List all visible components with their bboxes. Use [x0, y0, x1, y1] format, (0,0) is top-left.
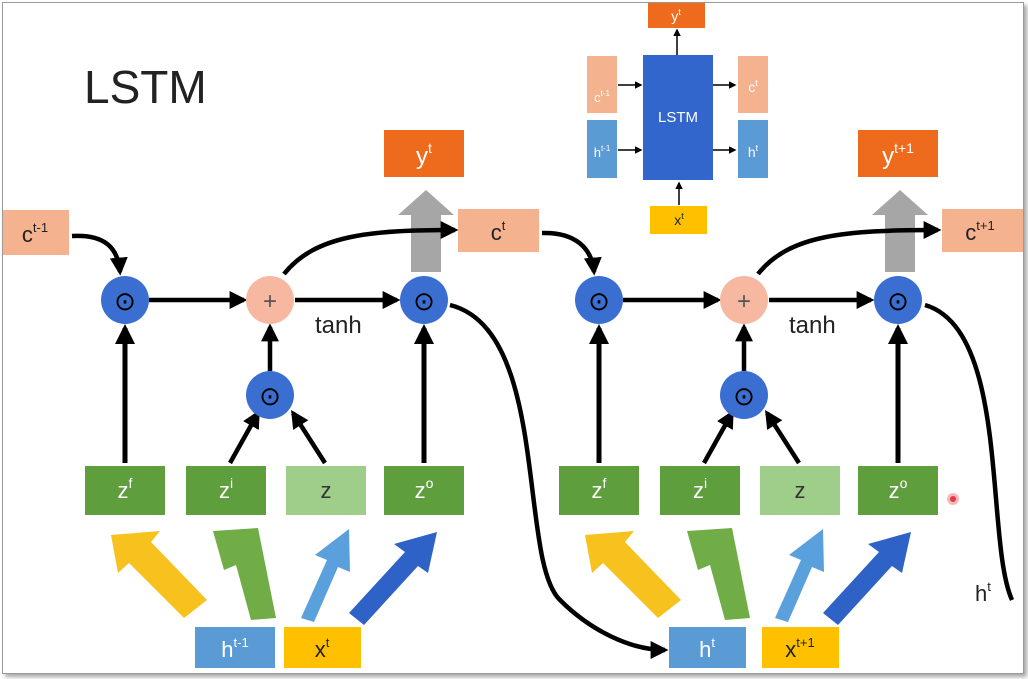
mini-xt-label: xt: [674, 211, 684, 228]
output-mult-circle: [400, 276, 448, 324]
arrow-lightblue-input-2: [775, 529, 824, 622]
gate-zo-label-2: zo: [889, 475, 908, 503]
gate-zf-box: [85, 466, 165, 515]
arrow-green-input: [213, 528, 276, 620]
ct1-box: [942, 209, 1023, 252]
mini-ct-prev-label: ct-1: [594, 89, 610, 105]
xt1-box: [762, 627, 839, 668]
forget-mult-circle: [101, 276, 149, 324]
mini-ht-prev-box: [587, 120, 617, 178]
zi-to-mult-arrow-2: [702, 409, 734, 465]
tanh-label-2: tanh: [789, 312, 836, 339]
lstm-cell-1: zf zi z zo ct-1 yt ct ⊙ +: [2, 130, 669, 668]
gate-zf-label-2: zf: [592, 475, 607, 503]
h-prev-box: [195, 627, 275, 668]
z-to-mult-arrow-2: [765, 409, 801, 465]
yt1-box: [858, 130, 938, 177]
add-circle: [246, 276, 294, 324]
c-prev-to-forget-arrow: [71, 233, 128, 276]
xt-label: xt: [315, 635, 330, 662]
c-prev-label: ct-1: [22, 220, 48, 247]
gate-zi-box-2: [660, 466, 740, 515]
add-symbol: +: [263, 288, 277, 315]
input-mult-symbol: ⊙: [259, 382, 281, 412]
forget-mult-symbol: ⊙: [114, 287, 136, 317]
mini-ht-label: ht: [748, 143, 759, 160]
mini-ct-prev-box: [587, 56, 617, 113]
gate-zf-box-2: [559, 466, 639, 515]
xt1-label: xt+1: [785, 635, 814, 662]
arrow-yellow-input: [111, 531, 207, 618]
ht1-output-curve: [924, 302, 1015, 601]
arrow-yellow-input-2: [585, 531, 681, 618]
gate-zi-label: zi: [219, 475, 233, 503]
input-mult-circle-2: [720, 371, 768, 419]
gate-zo-label: zo: [415, 475, 434, 503]
zi-to-mult-arrow: [228, 409, 260, 465]
tanh-label: tanh: [315, 312, 362, 339]
add-to-ct1-arrow: [756, 221, 942, 276]
h-prev-label: ht-1: [221, 635, 248, 662]
mini-ht-box: [738, 120, 768, 178]
gate-z-box-2: [760, 466, 840, 515]
ht-box: [669, 627, 746, 668]
arrow-green-input-2: [687, 528, 750, 620]
mini-ct-box: [738, 56, 768, 113]
add-to-ct-arrow: [282, 221, 459, 276]
c-prev-box: [2, 210, 69, 255]
mini-xt-box: [650, 206, 707, 234]
mini-yt-box: [648, 3, 705, 28]
ht-label: ht: [699, 635, 715, 662]
output-mult-symbol-2: ⊙: [887, 287, 909, 317]
add-circle-2: [720, 276, 768, 324]
input-mult-circle: [246, 371, 294, 419]
mini-yt-label: yt: [671, 7, 681, 24]
output-mult-circle-2: [874, 276, 922, 324]
gate-zo-box-2: [858, 466, 938, 515]
gate-z-box: [286, 466, 366, 515]
gate-z-label-2: z: [795, 478, 806, 503]
mini-lstm-block: [643, 55, 713, 180]
arrow-lightblue-input: [301, 529, 350, 622]
lstm-cell-2: zf zi z zo yt+1 ct+1 ⊙ + ⊙ ⊙ tanh ht: [541, 130, 1023, 668]
ct-to-forget-arrow-2: [541, 230, 602, 276]
mini-ct-label: ct: [748, 78, 758, 95]
ht-out-label: ht: [975, 579, 991, 606]
output-mult-symbol: ⊙: [413, 287, 435, 317]
ct-box: [458, 209, 539, 252]
arrow-darkblue-input-2: [823, 532, 911, 625]
gate-zi-label-2: zi: [693, 475, 707, 503]
mini-ht-prev-label: ht-1: [594, 144, 611, 160]
gate-zo-box: [384, 466, 464, 515]
ct1-label: ct+1: [965, 218, 994, 245]
forget-mult-circle-2: [575, 276, 623, 324]
forget-mult-symbol-2: ⊙: [588, 287, 610, 317]
gate-z-label: z: [321, 478, 332, 503]
mini-lstm-label: LSTM: [658, 109, 698, 126]
yt-label: yt: [416, 140, 432, 170]
arrow-darkblue-input: [349, 532, 437, 625]
yt1-label: yt+1: [882, 140, 914, 170]
xt-box: [284, 627, 361, 668]
gate-zf-label: zf: [118, 475, 133, 503]
z-to-mult-arrow: [291, 409, 327, 465]
ct-label: ct: [491, 218, 506, 245]
mini-lstm-diagram: yt ct-1 LSTM ct ht-1 ht xt: [587, 3, 768, 234]
add-symbol-2: +: [737, 288, 751, 315]
input-mult-symbol-2: ⊙: [733, 382, 755, 412]
page-title: LSTM: [84, 61, 207, 113]
ht-recurrent-curve: [449, 302, 669, 659]
yt-box: [384, 130, 464, 177]
pointer-cursor-core: [950, 496, 956, 502]
gate-zi-box: [186, 466, 266, 515]
